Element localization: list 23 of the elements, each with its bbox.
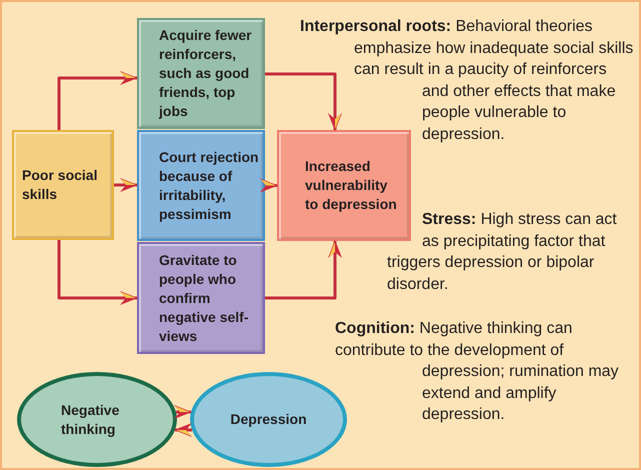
- arrow: [260, 178, 278, 192]
- note-paragraph: Cognition: Negative thinking can contribute to the development of depression; rumination may extend and amplify depression.: [335, 320, 619, 423]
- process-box: [277, 130, 411, 241]
- note-paragraph: Stress: High stress can act as precipitating factor that triggers depression or bipolar disorder.: [387, 211, 617, 292]
- node-text: Acquire fewer reinforcers, such as good friends, top jobs: [159, 26, 253, 121]
- arrow: [174, 423, 192, 437]
- process-box: [12, 130, 114, 240]
- arrow: [114, 178, 138, 192]
- arrow: [58, 71, 138, 130]
- node-text: Gravitate to people who confirm negative self-views: [159, 250, 250, 346]
- arrow: [265, 240, 342, 300]
- arrow: [265, 72, 342, 131]
- process-box: [137, 242, 265, 354]
- node-text: Negative thinking: [61, 400, 120, 438]
- node-text: Court rejection because of irritability, pessimism: [159, 148, 259, 224]
- node-text: Depression: [230, 410, 307, 429]
- node-text: Increased vulnerability to depression: [305, 157, 398, 214]
- process-box: [137, 130, 265, 241]
- node-text: Poor social skills: [22, 166, 98, 204]
- process-box: [137, 18, 265, 129]
- arrow: [174, 405, 192, 419]
- arrow: [58, 240, 138, 305]
- note-paragraph: Interpersonal roots: Behavioral theories emphasize how inadequate social skills can result in a paucity of reinforcers and other effects that make people vulnerable to depression.: [300, 18, 634, 142]
